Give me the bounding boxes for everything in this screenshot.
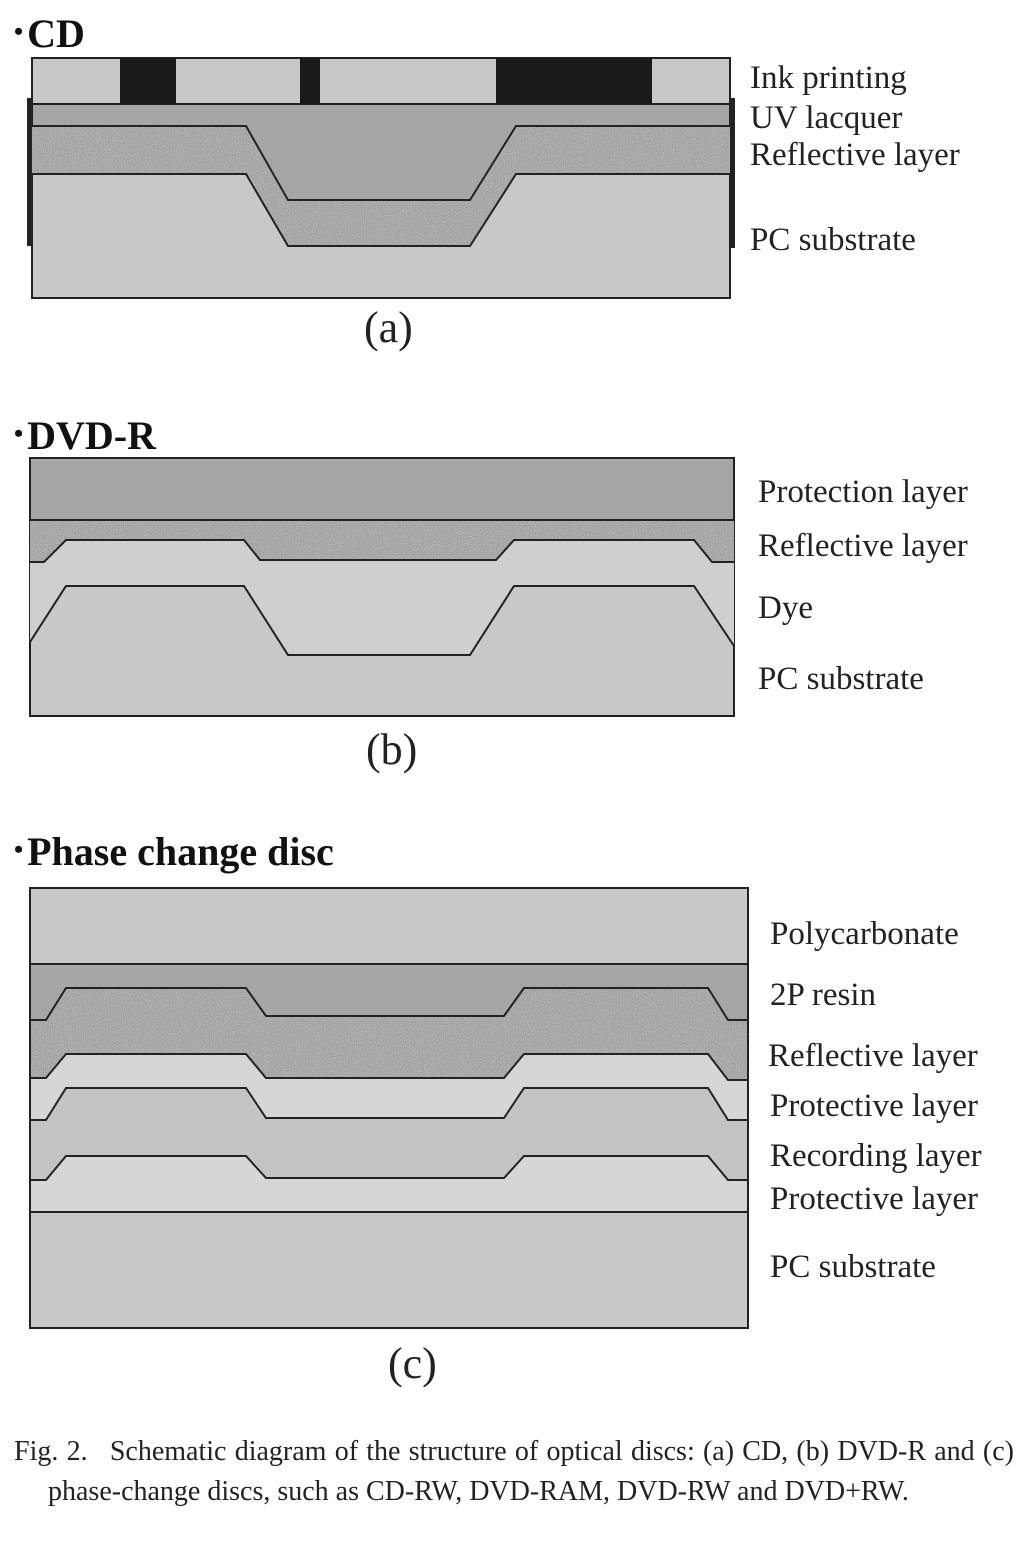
dvdr-label-dye: Dye <box>758 590 813 626</box>
pcd-label-2p-resin: 2P resin <box>770 977 877 1013</box>
cd-ink-block <box>300 58 320 104</box>
pcd-recording-layer <box>30 1088 748 1180</box>
bullet-icon: • <box>14 834 24 864</box>
pcd-label-reflective-layer: Reflective layer <box>768 1038 978 1074</box>
section-title-cd-text: CD <box>27 11 85 56</box>
pcd-2p-resin <box>30 964 748 1020</box>
cd-ink-block <box>496 58 652 104</box>
cd-label-uv-lacquer: UV lacquer <box>750 100 903 136</box>
dvdr-label-pc-substrate: PC substrate <box>758 661 924 697</box>
section-title-cd: •CD <box>14 14 85 54</box>
pcd-label-pc-substrate: PC substrate <box>770 1249 936 1285</box>
section-title-phase-change-text: Phase change disc <box>27 829 334 874</box>
dvdr-label-protection-layer: Protection layer <box>758 474 968 510</box>
section-title-dvdr: •DVD-R <box>14 416 156 456</box>
pcd-protective-layer-lower <box>30 1156 748 1212</box>
pcd-label-recording-layer: Recording layer <box>770 1138 982 1174</box>
phase-change-structure-diagram <box>29 887 749 1329</box>
cd-label-pc-substrate: PC substrate <box>750 222 916 258</box>
pcd-label-protective-layer-upper: Protective layer <box>770 1088 978 1124</box>
section-title-phase-change: •Phase change disc <box>14 832 334 872</box>
cd-label-ink-printing: Ink printing <box>750 60 907 96</box>
panel-letter-a: (a) <box>364 303 413 352</box>
figure-caption-text: Fig. 2. Schematic diagram of the structu… <box>14 1436 1014 1507</box>
pcd-label-polycarbonate: Polycarbonate <box>770 916 959 952</box>
cd-ink-block <box>120 58 176 104</box>
section-title-dvdr-text: DVD-R <box>27 413 156 458</box>
bullet-icon: • <box>14 16 24 46</box>
bullet-icon: • <box>14 418 24 448</box>
pcd-polycarbonate <box>29 887 749 965</box>
cd-left-edge <box>27 98 32 246</box>
pcd-protective-layer-upper <box>30 1054 748 1120</box>
dvdr-structure-diagram <box>29 457 735 717</box>
dvdr-dye-layer <box>30 540 734 655</box>
panel-letter-b: (b) <box>366 725 418 774</box>
figure-caption: Fig. 2. Schematic diagram of the structu… <box>14 1432 1014 1512</box>
cd-structure-diagram <box>27 57 735 299</box>
dvdr-protection-layer <box>29 457 735 521</box>
cd-right-edge <box>730 98 735 248</box>
pcd-label-protective-layer-lower: Protective layer <box>770 1181 978 1217</box>
cd-label-reflective-layer: Reflective layer <box>750 137 960 173</box>
panel-letter-c: (c) <box>388 1339 437 1388</box>
dvdr-label-reflective-layer: Reflective layer <box>758 528 968 564</box>
